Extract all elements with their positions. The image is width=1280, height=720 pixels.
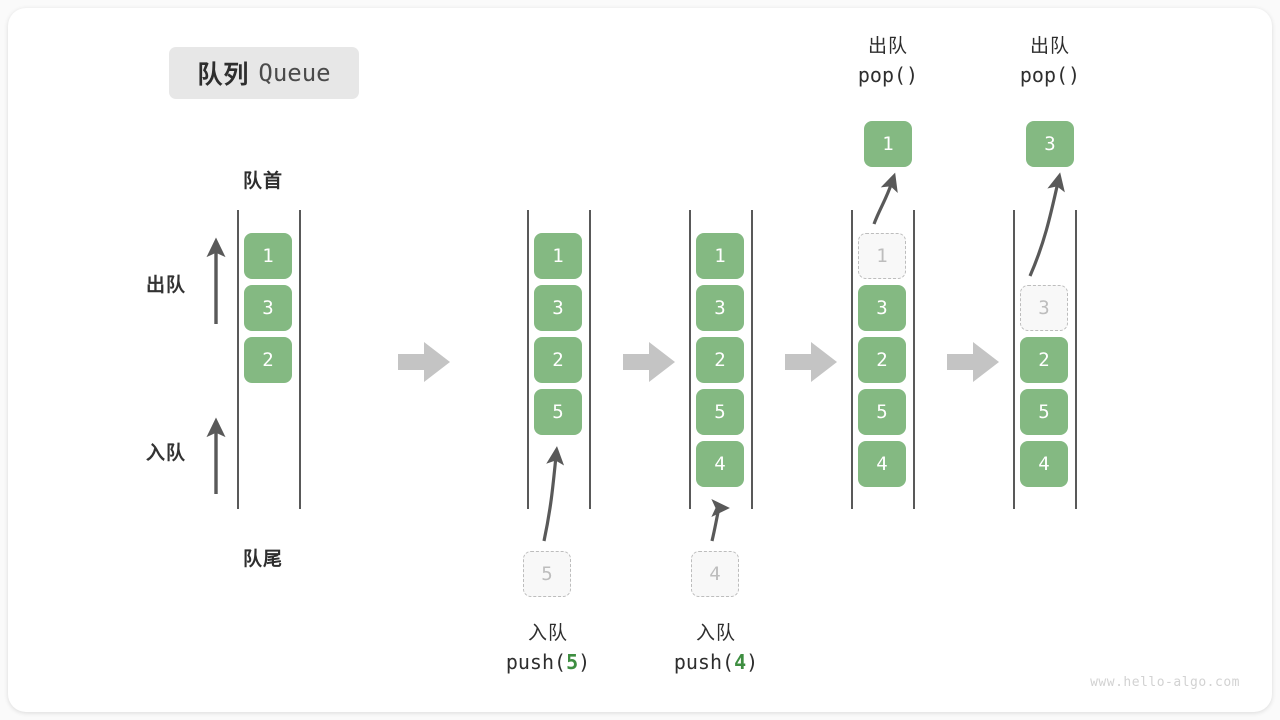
queue-item: 1 bbox=[696, 233, 744, 279]
rail-right bbox=[913, 210, 915, 509]
queue-item: 2 bbox=[534, 337, 582, 383]
ghost-popped-slot: 3 bbox=[1020, 285, 1068, 331]
step-arrow bbox=[785, 342, 837, 382]
dequeue-direction-label: 出队 bbox=[146, 275, 187, 296]
rail-right bbox=[751, 210, 753, 509]
pop-3-motion-arrow bbox=[1028, 172, 1065, 277]
popped-item: 3 bbox=[1026, 121, 1074, 167]
rail-right bbox=[1075, 210, 1077, 509]
queue-item: 2 bbox=[244, 337, 292, 383]
pop-1-caption: 出队 pop() bbox=[798, 33, 978, 90]
push-caption-cn: 入队 bbox=[527, 623, 568, 644]
queue-item-new: 4 bbox=[696, 441, 744, 487]
push-5-motion-arrow bbox=[542, 446, 565, 542]
queue-item-new: 5 bbox=[534, 389, 582, 435]
title-en: Queue bbox=[258, 59, 331, 87]
rail-left bbox=[237, 210, 239, 509]
queue-item: 2 bbox=[1020, 337, 1068, 383]
diagram-stage: 队列 Queue 队首 队尾 出队 入队 1 3 2 1 3 2 5 5 入队 … bbox=[8, 8, 1272, 712]
queue-item: 1 bbox=[244, 233, 292, 279]
step-arrow bbox=[398, 342, 450, 382]
push-caption-code: push(4) bbox=[673, 649, 759, 674]
push-4-caption: 入队 push(4) bbox=[626, 620, 806, 677]
ghost-popped-slot: 1 bbox=[858, 233, 906, 279]
queue-item: 2 bbox=[696, 337, 744, 383]
rail-right bbox=[589, 210, 591, 509]
queue-item: 1 bbox=[534, 233, 582, 279]
diagram-card: 队列 Queue 队首 队尾 出队 入队 1 3 2 1 3 2 5 5 入队 … bbox=[8, 8, 1272, 712]
pop-3-caption: 出队 pop() bbox=[960, 33, 1140, 90]
queue-item: 5 bbox=[1020, 389, 1068, 435]
rail-right bbox=[299, 210, 301, 509]
push-5-caption: 入队 push(5) bbox=[458, 620, 638, 677]
step-arrow bbox=[947, 342, 999, 382]
queue-item: 3 bbox=[534, 285, 582, 331]
push-caption-code: push(5) bbox=[505, 649, 591, 674]
push-caption-cn: 入队 bbox=[695, 623, 736, 644]
queue-item: 4 bbox=[1020, 441, 1068, 487]
pop-caption-code: pop() bbox=[1019, 62, 1081, 87]
diagram-title-badge: 队列 Queue bbox=[169, 47, 359, 99]
rail-left bbox=[689, 210, 691, 509]
queue-item: 4 bbox=[858, 441, 906, 487]
enqueue-direction-label: 入队 bbox=[146, 443, 187, 464]
ghost-incoming-item: 4 bbox=[691, 551, 739, 597]
ghost-incoming-item: 5 bbox=[523, 551, 571, 597]
pop-caption-cn: 出队 bbox=[1029, 36, 1070, 57]
pop-caption-code: pop() bbox=[857, 62, 919, 87]
rail-left bbox=[527, 210, 529, 509]
queue-item: 3 bbox=[696, 285, 744, 331]
queue-front-label: 队首 bbox=[242, 171, 283, 192]
rail-left bbox=[851, 210, 853, 509]
push-4-motion-arrow bbox=[710, 499, 730, 542]
queue-item: 5 bbox=[858, 389, 906, 435]
arrow-layer bbox=[206, 172, 1065, 542]
pop-caption-cn: 出队 bbox=[867, 36, 908, 57]
queue-rear-label: 队尾 bbox=[242, 549, 283, 570]
step-arrow bbox=[623, 342, 675, 382]
pop-1-motion-arrow bbox=[872, 172, 898, 225]
queue-item: 2 bbox=[858, 337, 906, 383]
site-watermark: www.hello-algo.com bbox=[1090, 675, 1240, 690]
popped-item: 1 bbox=[864, 121, 912, 167]
queue-item: 3 bbox=[858, 285, 906, 331]
title-cn: 队列 bbox=[197, 61, 250, 89]
queue-item: 5 bbox=[696, 389, 744, 435]
queue-item: 3 bbox=[244, 285, 292, 331]
rail-left bbox=[1013, 210, 1015, 509]
